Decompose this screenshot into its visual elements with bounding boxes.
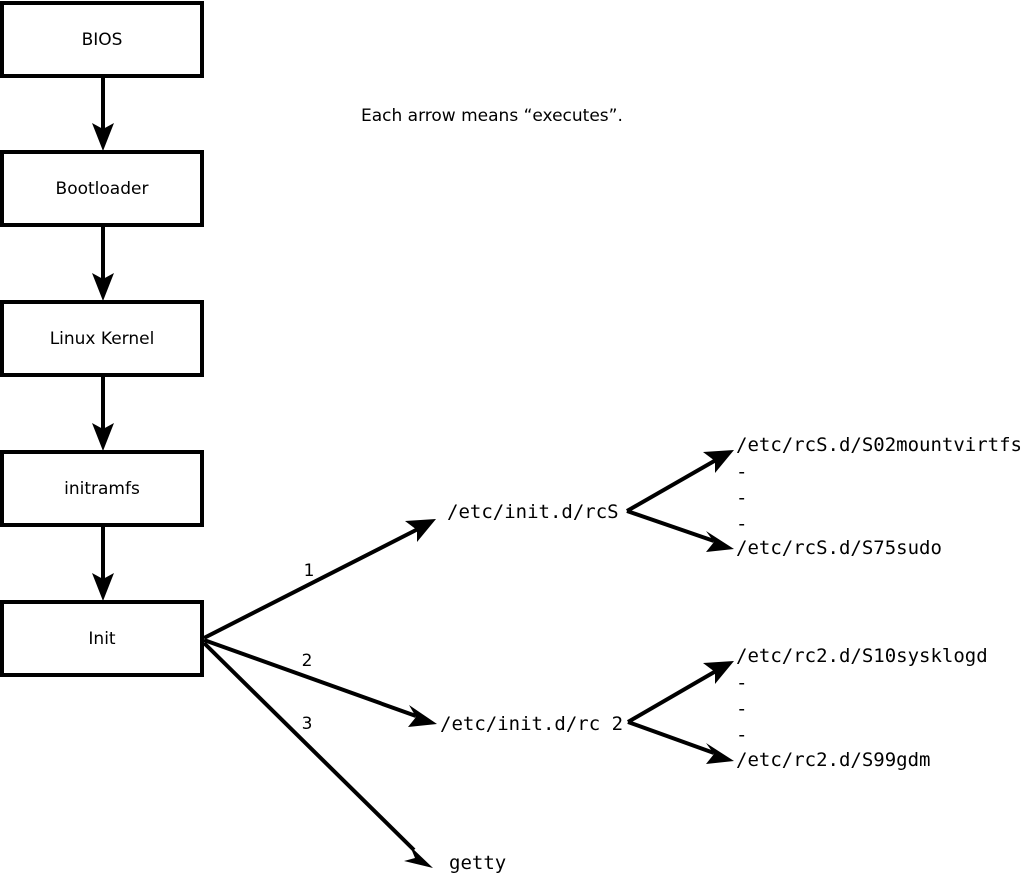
edge-label-1: 1	[304, 561, 315, 581]
script-rcs-ellipsis-1: -	[736, 461, 747, 483]
edge-rc2-to-first-script-line	[626, 669, 718, 724]
edge-label-2: 2	[302, 651, 313, 671]
edge-initramfs-to-init	[92, 525, 114, 601]
edge-kernel-to-initramfs	[92, 375, 114, 451]
edge-bootloader-to-kernel-arrowhead	[92, 273, 114, 301]
script-rc2-last: /etc/rc2.d/S99gdm	[736, 749, 930, 771]
node-bootloader[interactable]: Bootloader	[0, 150, 204, 227]
edge-init-to-getty: 3	[202, 641, 433, 868]
script-rc2-first: /etc/rc2.d/S10sysklogd	[736, 645, 988, 667]
edge-rc2-to-first-script-arrowhead	[703, 661, 734, 684]
node-init[interactable]: Init	[0, 600, 204, 677]
edge-init-to-rc2: 2	[203, 638, 437, 727]
script-rc2-ellipsis-3: -	[736, 724, 747, 746]
edge-init-to-rc2-line	[203, 638, 417, 718]
script-rcs-last: /etc/rcS.d/S75sudo	[736, 537, 942, 559]
edge-rcs-to-first-script-arrowhead	[703, 450, 734, 473]
edge-rcs-to-last-script	[626, 509, 734, 552]
script-rc2-ellipsis-2: -	[736, 698, 747, 720]
script-rcs-ellipsis-3: -	[736, 513, 747, 535]
edge-rcs-to-first-script	[626, 450, 734, 513]
edge-rc2-to-last-script-arrowhead	[706, 743, 734, 764]
node-linux-kernel[interactable]: Linux Kernel	[0, 300, 204, 377]
node-bios-rect	[0, 1, 204, 78]
edge-rc2-to-last-script-line	[627, 720, 715, 755]
edge-init-to-rcs-arrowhead	[405, 519, 436, 542]
edge-bios-to-bootloader-arrowhead	[92, 123, 114, 151]
edge-rc2-to-last-script	[627, 720, 734, 764]
node-bootloader-rect	[0, 150, 204, 227]
script-rcs-first: /etc/rcS.d/S02mountvirtfs	[736, 434, 1022, 456]
node-rc2-label: /etc/init.d/rc 2	[440, 713, 623, 735]
edge-init-to-rcs-line	[203, 527, 419, 640]
legend-note: Each arrow means “executes”.	[361, 106, 623, 126]
edge-init-to-rc2-arrowhead	[408, 705, 437, 727]
node-linux-kernel-rect	[0, 300, 204, 377]
edge-rc2-to-first-script	[626, 661, 734, 724]
node-getty-label: getty	[449, 852, 506, 874]
edge-rcs-to-last-script-arrowhead	[706, 531, 734, 552]
edge-init-to-getty-line	[202, 641, 416, 852]
edge-label-3: 3	[302, 714, 313, 734]
node-initramfs[interactable]: initramfs	[0, 450, 204, 527]
edge-bios-to-bootloader	[92, 76, 114, 151]
edge-initramfs-to-init-arrowhead	[92, 573, 114, 601]
edge-bootloader-to-kernel	[92, 225, 114, 301]
edge-rcs-to-first-script-line	[626, 458, 717, 513]
node-bios-label: BIOS	[82, 30, 123, 50]
node-linux-kernel-label: Linux Kernel	[50, 329, 155, 349]
script-rc2-ellipsis-1: -	[736, 672, 747, 694]
node-bios[interactable]: BIOS	[0, 1, 204, 78]
node-init-label: Init	[88, 629, 116, 649]
edge-kernel-to-initramfs-arrowhead	[92, 423, 114, 451]
node-initramfs-label: initramfs	[64, 479, 140, 499]
script-rcs-ellipsis-2: -	[736, 487, 747, 509]
node-bootloader-label: Bootloader	[56, 179, 149, 199]
edge-rcs-to-last-script-line	[626, 509, 715, 543]
edge-init-to-getty-arrowhead	[404, 846, 433, 868]
node-rcs-label: /etc/init.d/rcS	[447, 501, 619, 523]
node-init-rect	[0, 600, 204, 677]
edge-init-to-rcs: 1	[203, 519, 436, 640]
